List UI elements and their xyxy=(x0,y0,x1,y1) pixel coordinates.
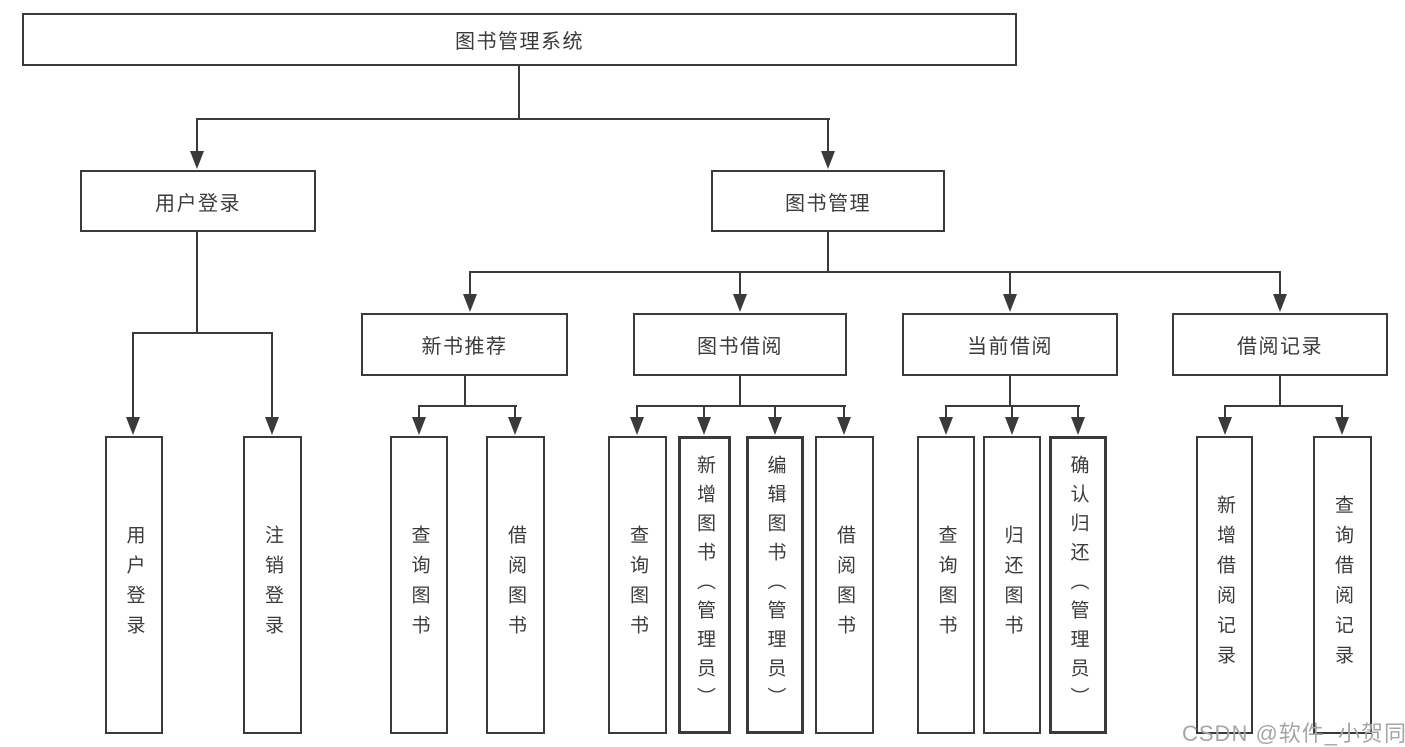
connector-line xyxy=(1009,271,1011,296)
connector-line xyxy=(469,271,1281,273)
connector-line xyxy=(196,232,198,333)
leaf-br-add-record: 新增借阅记录 xyxy=(1196,436,1253,734)
node-borrowing-records-label: 借阅记录 xyxy=(1237,336,1323,358)
leaf-cb-query-books: 查询图书 xyxy=(917,436,975,734)
arrowhead-down-icon xyxy=(190,151,204,169)
arrowhead-down-icon xyxy=(412,417,426,435)
leaf-bb-query-books-label: 查询图书 xyxy=(627,525,648,645)
node-user-login: 用户登录 xyxy=(80,170,316,232)
arrowhead-down-icon xyxy=(697,417,711,435)
arrowhead-down-icon xyxy=(821,151,835,169)
arrowhead-down-icon xyxy=(1005,417,1019,435)
connector-line xyxy=(1009,376,1011,407)
connector-line xyxy=(1077,405,1079,419)
arrowhead-down-icon xyxy=(1335,417,1349,435)
leaf-bb-add-books-admin-label: 新增图书（管理员） xyxy=(694,454,715,716)
leaf-bb-query-books: 查询图书 xyxy=(608,436,667,734)
leaf-bb-borrow-books: 借阅图书 xyxy=(815,436,874,734)
leaf-user-login: 用户登录 xyxy=(105,436,163,734)
leaf-nb-query-books-label: 查询图书 xyxy=(408,525,430,645)
arrowhead-down-icon xyxy=(508,417,522,435)
arrowhead-down-icon xyxy=(768,417,782,435)
connector-line xyxy=(418,405,517,407)
connector-line xyxy=(196,118,830,120)
connector-line xyxy=(271,332,273,418)
connector-line xyxy=(636,405,638,419)
arrowhead-down-icon xyxy=(1071,417,1085,435)
connector-line xyxy=(636,405,846,407)
leaf-nb-borrow-books-label: 借阅图书 xyxy=(505,525,526,645)
connector-line xyxy=(418,405,420,419)
leaf-bb-edit-books-admin: 编辑图书（管理员） xyxy=(746,436,804,734)
node-new-book-recommend: 新书推荐 xyxy=(361,313,568,376)
leaf-logout: 注销登录 xyxy=(243,436,302,734)
connector-line xyxy=(739,376,741,407)
connector-line xyxy=(132,332,273,334)
connector-line xyxy=(774,405,776,419)
node-user-login-label: 用户登录 xyxy=(155,192,241,215)
connector-line xyxy=(469,271,471,296)
arrowhead-down-icon xyxy=(837,417,851,435)
leaf-bb-edit-books-admin-label: 编辑图书（管理员） xyxy=(764,454,786,716)
node-new-book-recommend-label: 新书推荐 xyxy=(421,336,508,358)
node-borrowing-records: 借阅记录 xyxy=(1172,313,1388,376)
node-current-borrowing: 当前借阅 xyxy=(902,313,1118,376)
node-book-borrowing-label: 图书借阅 xyxy=(697,336,783,358)
csdn-watermark: CSDN @软件_小贺同学 xyxy=(1182,721,1405,746)
node-book-borrowing: 图书借阅 xyxy=(633,313,847,376)
connector-line xyxy=(945,405,947,419)
node-root: 图书管理系统 xyxy=(22,13,1017,66)
node-book-management: 图书管理 xyxy=(711,170,945,232)
connector-line xyxy=(703,405,705,419)
connector-line xyxy=(1279,376,1281,407)
leaf-cb-return-books-label: 归还图书 xyxy=(1001,525,1023,645)
leaf-bb-add-books-admin: 新增图书（管理员） xyxy=(678,436,731,734)
connector-line xyxy=(827,118,829,153)
leaf-user-login-label: 用户登录 xyxy=(123,525,145,645)
arrowhead-down-icon xyxy=(1003,294,1017,312)
connector-line xyxy=(843,405,845,419)
connector-line xyxy=(827,232,829,273)
node-root-label: 图书管理系统 xyxy=(455,31,584,53)
connector-line xyxy=(132,332,134,418)
node-book-management-label: 图书管理 xyxy=(785,192,871,215)
connector-line xyxy=(1279,271,1281,296)
leaf-cb-confirm-return-admin-label: 确认归还（管理员） xyxy=(1067,454,1089,716)
arrowhead-down-icon xyxy=(1218,417,1232,435)
arrowhead-down-icon xyxy=(265,417,279,435)
connector-line xyxy=(739,271,741,296)
arrowhead-down-icon xyxy=(939,417,953,435)
leaf-cb-confirm-return-admin: 确认归还（管理员） xyxy=(1049,436,1107,734)
leaf-cb-query-books-label: 查询图书 xyxy=(935,525,957,645)
connector-line xyxy=(1341,405,1343,419)
connector-line xyxy=(1011,405,1013,419)
leaf-br-query-record: 查询借阅记录 xyxy=(1313,436,1372,734)
connector-line xyxy=(464,376,466,407)
arrowhead-down-icon xyxy=(126,417,140,435)
leaf-cb-return-books: 归还图书 xyxy=(983,436,1041,734)
arrowhead-down-icon xyxy=(733,294,747,312)
leaf-bb-borrow-books-label: 借阅图书 xyxy=(834,525,855,645)
connector-line xyxy=(1224,405,1226,419)
arrowhead-down-icon xyxy=(1273,294,1287,312)
leaf-br-query-record-label: 查询借阅记录 xyxy=(1332,495,1353,675)
arrowhead-down-icon xyxy=(630,417,644,435)
connector-line xyxy=(518,66,520,119)
leaf-nb-borrow-books: 借阅图书 xyxy=(486,436,545,734)
arrowhead-down-icon xyxy=(463,294,477,312)
connector-line xyxy=(1224,405,1343,407)
leaf-br-add-record-label: 新增借阅记录 xyxy=(1214,495,1235,675)
connector-line xyxy=(514,405,516,419)
leaf-nb-query-books: 查询图书 xyxy=(390,436,448,734)
leaf-logout-label: 注销登录 xyxy=(262,525,283,645)
node-current-borrowing-label: 当前借阅 xyxy=(967,336,1053,358)
connector-line xyxy=(196,118,198,153)
